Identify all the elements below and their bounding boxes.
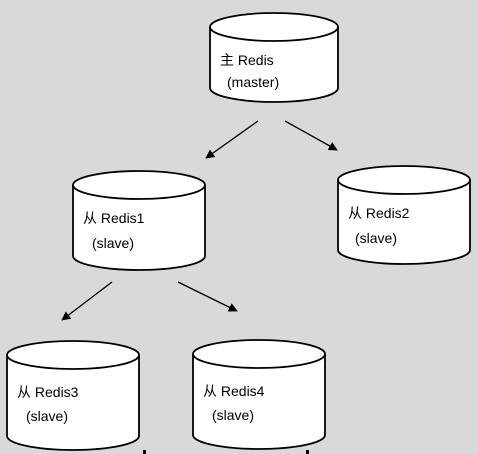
node-redis4-role: (slave): [212, 407, 254, 423]
cylinder-rim-redis4: [192, 353, 326, 369]
node-redis2-role: (slave): [355, 230, 397, 246]
node-master: 主 Redis (master): [209, 12, 339, 103]
arrow-master-to-redis2: [284, 120, 338, 151]
cylinder-redis1: [72, 170, 206, 271]
cylinder-redis3: [6, 340, 140, 451]
node-master-role: (master): [227, 74, 279, 90]
arrow-redis1-to-redis4: [177, 281, 238, 312]
node-redis3: 从 Redis3 (slave): [6, 340, 140, 451]
cylinder-rim-redis2: [337, 179, 471, 195]
cylinder-rim-redis1: [72, 184, 206, 200]
node-redis1: 从 Redis1 (slave): [72, 170, 206, 271]
cylinder-redis4: [192, 339, 326, 450]
cylinder-rim-master: [209, 26, 339, 42]
node-redis1-title: 从 Redis1: [83, 210, 145, 226]
arrow-master-to-redis1: [205, 120, 259, 159]
cropped-mark-left: [143, 450, 146, 454]
node-master-title: 主 Redis: [220, 52, 274, 68]
node-redis4: 从 Redis4 (slave): [192, 339, 326, 450]
cylinder-rim-redis3: [6, 354, 140, 370]
node-redis1-role: (slave): [92, 235, 134, 251]
node-redis2-title: 从 Redis2: [348, 205, 410, 221]
node-redis3-title: 从 Redis3: [17, 384, 79, 400]
node-redis4-title: 从 Redis4: [203, 383, 265, 399]
cylinder-master: [209, 12, 339, 103]
arrow-redis1-to-redis3: [61, 281, 113, 321]
node-redis3-role: (slave): [26, 408, 68, 424]
node-redis2: 从 Redis2 (slave): [337, 165, 471, 265]
cropped-mark-right: [306, 450, 309, 454]
cylinder-redis2: [337, 165, 471, 265]
